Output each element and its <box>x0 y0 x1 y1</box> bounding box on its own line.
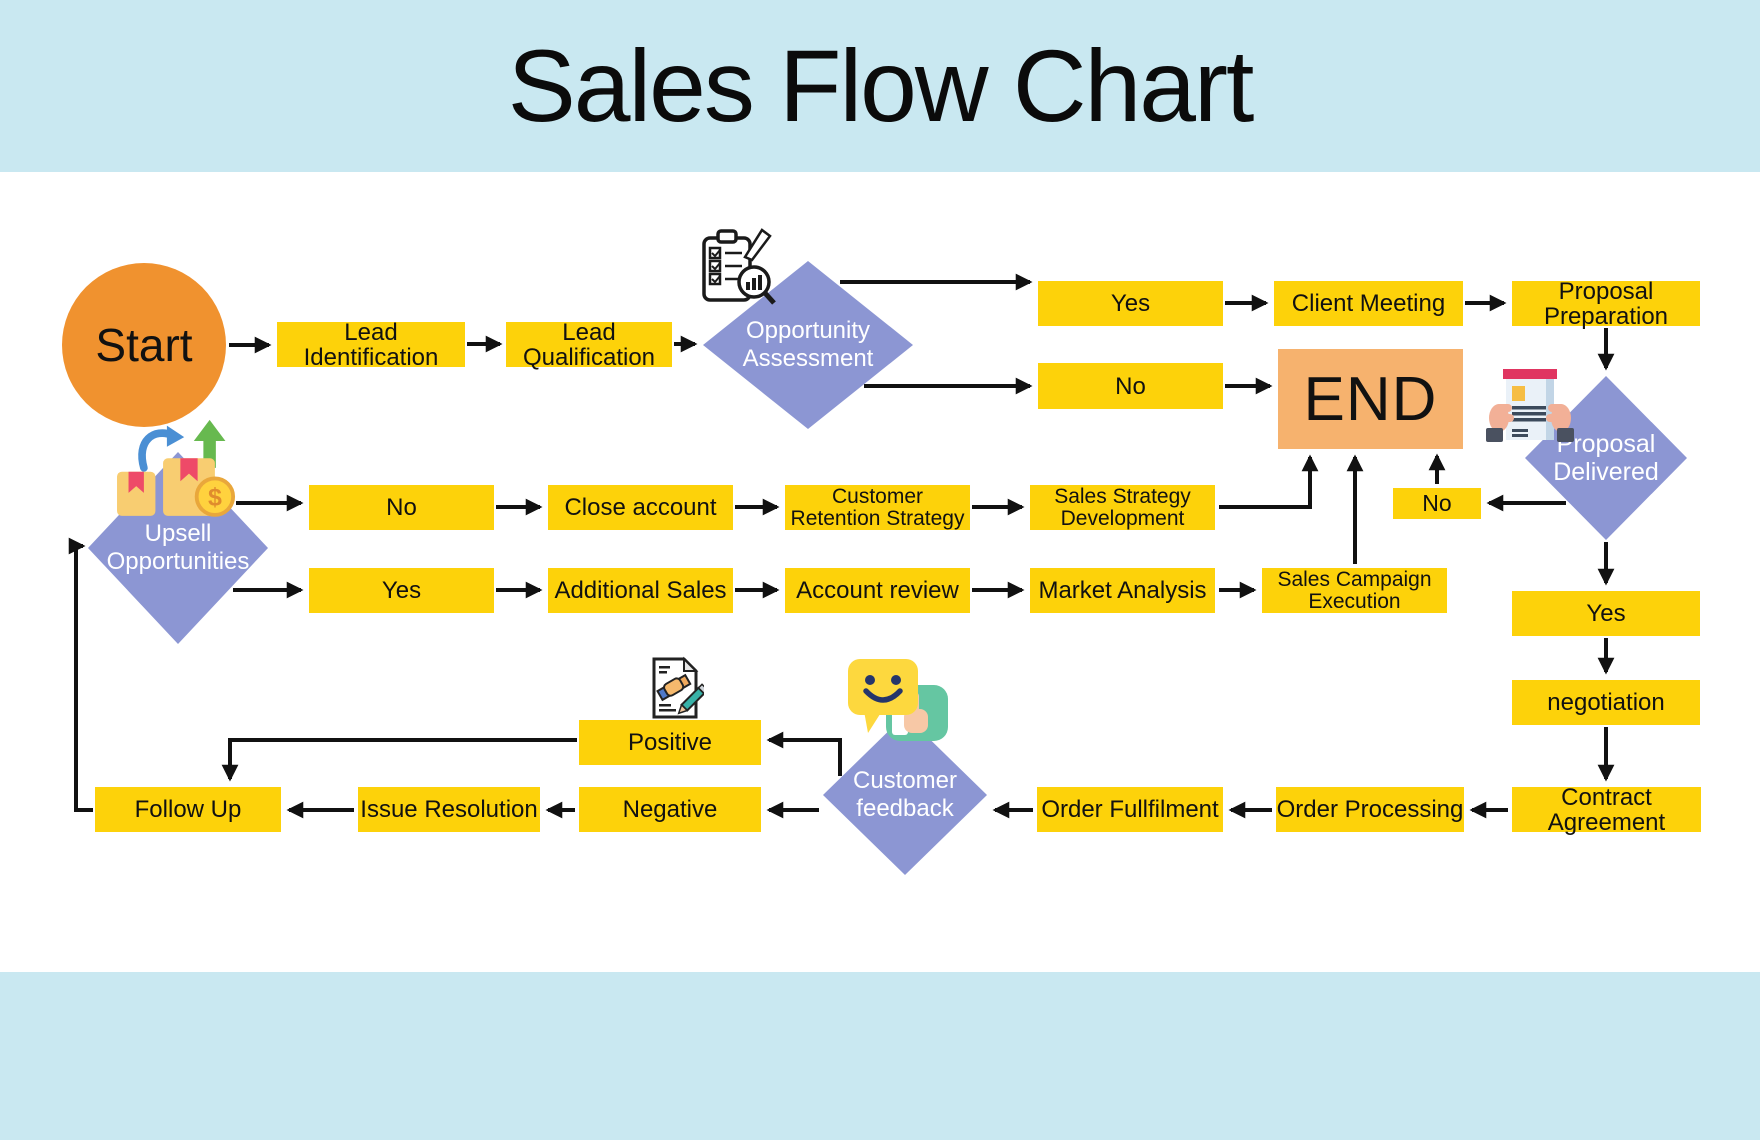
node-label: Proposal Preparation <box>1543 277 1669 330</box>
customer-feedback-chat-icon <box>848 659 948 741</box>
document-handover-icon <box>1486 369 1574 442</box>
upsell-yes-node: Yes <box>309 568 494 613</box>
account-review-node: Account review <box>785 568 970 613</box>
node-label: Close account <box>564 494 717 521</box>
node-label: Opportunity Assessment <box>742 317 874 372</box>
node-label: Upsell Opportunities <box>106 520 250 575</box>
node-label: Order Fullfilment <box>1041 796 1219 823</box>
end-node: END <box>1278 349 1463 449</box>
node-label: No <box>386 494 417 521</box>
svg-text:$: $ <box>208 483 222 511</box>
node-label: Lead Qualification <box>522 318 656 371</box>
negative-node: Negative <box>579 787 761 832</box>
node-label: Issue Resolution <box>360 796 538 823</box>
node-label: Client Meeting <box>1291 290 1446 317</box>
contract-signing-icon <box>652 656 704 719</box>
node-label: Yes <box>1586 600 1626 627</box>
node-label: Customer feedback <box>852 767 958 822</box>
node-label: Positive <box>627 729 713 756</box>
node-label: Sales Campaign Execution <box>1277 567 1432 613</box>
node-label: Additional Sales <box>554 577 727 604</box>
proposal-no-node: No <box>1393 488 1481 519</box>
node-label: Negative <box>622 796 718 823</box>
node-label: Market Analysis <box>1038 577 1207 604</box>
top-banner <box>0 0 1760 172</box>
opportunity-yes-node: Yes <box>1038 281 1223 326</box>
issue-resolution-node: Issue Resolution <box>358 787 540 832</box>
upsell-growth-icon: $ <box>117 419 236 517</box>
node-label: Proposal Delivered <box>1553 430 1659 486</box>
close-account-node: Close account <box>548 485 733 530</box>
node-label: Account review <box>796 577 959 604</box>
start-node: Start <box>62 263 226 427</box>
negotiation-node: negotiation <box>1512 680 1700 725</box>
node-label: Yes <box>1110 290 1151 317</box>
node-label: Order Processing <box>1276 796 1464 823</box>
node-label: No <box>1422 490 1452 516</box>
lead-qualification-node: Lead Qualification <box>506 318 672 371</box>
customer-retention-strategy-node: Customer Retention Strategy <box>785 485 970 530</box>
node-label: Lead Identification <box>303 318 439 371</box>
node-label: Customer Retention Strategy <box>790 484 965 530</box>
node-label: No <box>1115 372 1146 400</box>
order-fullfilment-node: Order Fullfilment <box>1037 787 1223 832</box>
node-label: Contract Agreement <box>1547 783 1666 836</box>
upsell-no-node: No <box>309 485 494 530</box>
start-label: Start <box>95 319 193 371</box>
node-label: negotiation <box>1547 689 1665 716</box>
bottom-banner <box>0 972 1760 1140</box>
clipboard-analysis-icon <box>702 228 776 305</box>
sales-campaign-execution-node: Sales Campaign Execution <box>1262 568 1447 613</box>
proposal-preparation-node: Proposal Preparation <box>1512 277 1700 330</box>
contract-agreement-node: Contract Agreement <box>1512 783 1701 836</box>
sales-strategy-development-node: Sales Strategy Development <box>1030 485 1215 530</box>
node-label: Sales Strategy Development <box>1054 484 1191 530</box>
end-label: END <box>1303 364 1438 434</box>
follow-up-node: Follow Up <box>95 787 281 832</box>
lead-identification-node: Lead Identification <box>277 318 465 371</box>
order-processing-node: Order Processing <box>1276 787 1464 832</box>
node-label: Yes <box>381 577 422 604</box>
proposal-yes-node: Yes <box>1512 591 1700 636</box>
client-meeting-node: Client Meeting <box>1274 281 1463 326</box>
positive-node: Positive <box>579 720 761 765</box>
additional-sales-node: Additional Sales <box>548 568 733 613</box>
page-title: Sales Flow Chart <box>507 29 1255 143</box>
market-analysis-node: Market Analysis <box>1030 568 1215 613</box>
opportunity-no-node: No <box>1038 363 1223 409</box>
node-label: Follow Up <box>134 796 242 823</box>
